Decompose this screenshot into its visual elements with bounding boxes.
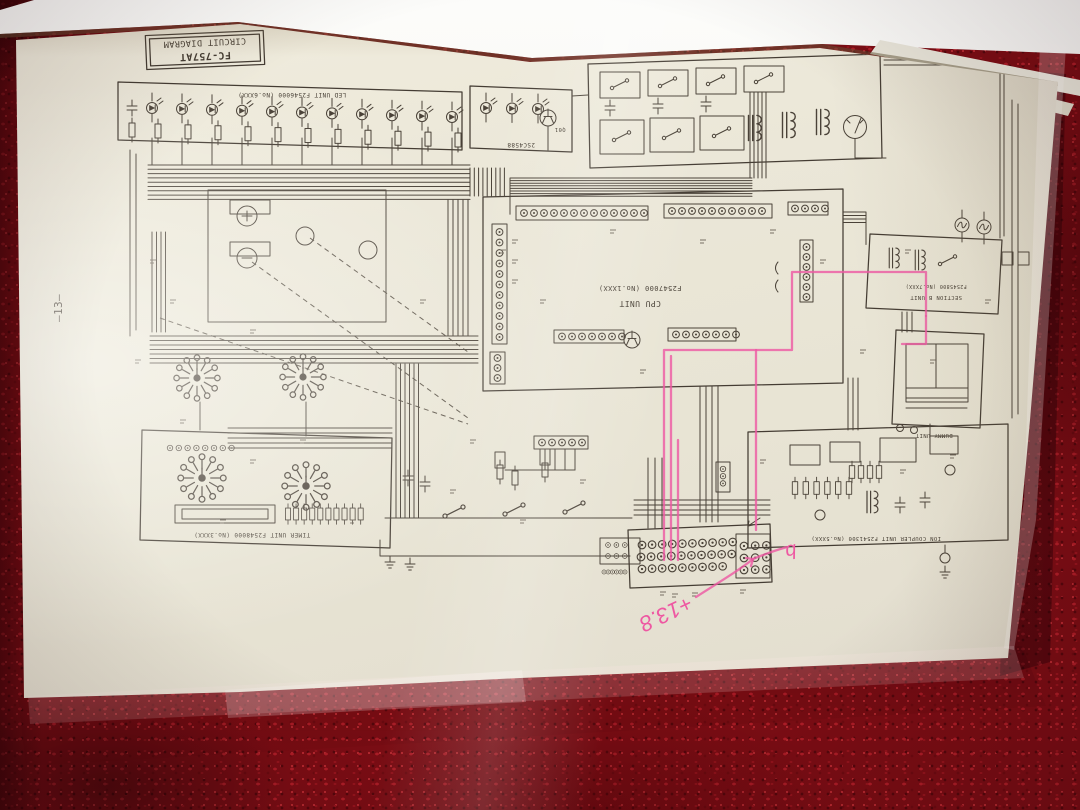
page-lighting [16, 24, 1058, 698]
